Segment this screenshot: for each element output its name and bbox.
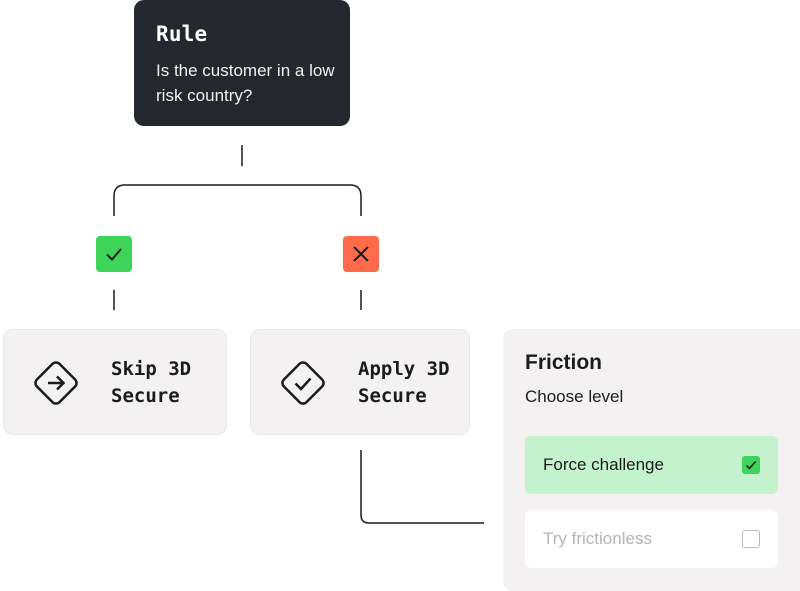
yes-branch-badge [96, 236, 132, 272]
friction-panel: Friction Choose level Force challenge Tr… [503, 329, 800, 591]
check-diamond-icon [281, 361, 325, 405]
apply-3d-secure-label: Apply 3D Secure [358, 356, 450, 410]
branch-split-line [113, 184, 362, 216]
skip-3d-secure-card[interactable]: Skip 3D Secure [3, 329, 227, 435]
apply-to-friction-line [360, 450, 484, 524]
no-branch-badge [343, 236, 379, 272]
apply-3d-secure-card[interactable]: Apply 3D Secure [250, 329, 470, 435]
force-challenge-option[interactable]: Force challenge [525, 436, 778, 494]
try-frictionless-option[interactable]: Try frictionless [525, 510, 778, 568]
skip-label-line2: Secure [111, 385, 180, 407]
friction-subtitle: Choose level [525, 387, 624, 406]
skip-3d-secure-label: Skip 3D Secure [111, 356, 191, 410]
rule-title: Rule [156, 22, 208, 46]
rule-card[interactable]: Rule Is the customer in a low risk count… [134, 0, 350, 126]
checkbox-checked-icon[interactable] [742, 456, 760, 474]
skip-label-line1: Skip 3D [111, 358, 192, 380]
check-icon [106, 248, 122, 261]
force-challenge-label: Force challenge [543, 455, 664, 474]
apply-label-line1: Apply 3D [358, 358, 450, 380]
rule-question: Is the customer in a low risk country? [156, 61, 335, 105]
try-frictionless-label: Try frictionless [543, 529, 652, 548]
friction-title: Friction [525, 351, 602, 374]
checkbox-unchecked-icon[interactable] [742, 530, 760, 548]
apply-label-line2: Secure [358, 385, 427, 407]
x-icon [353, 246, 369, 262]
arrow-right-icon [34, 361, 78, 405]
